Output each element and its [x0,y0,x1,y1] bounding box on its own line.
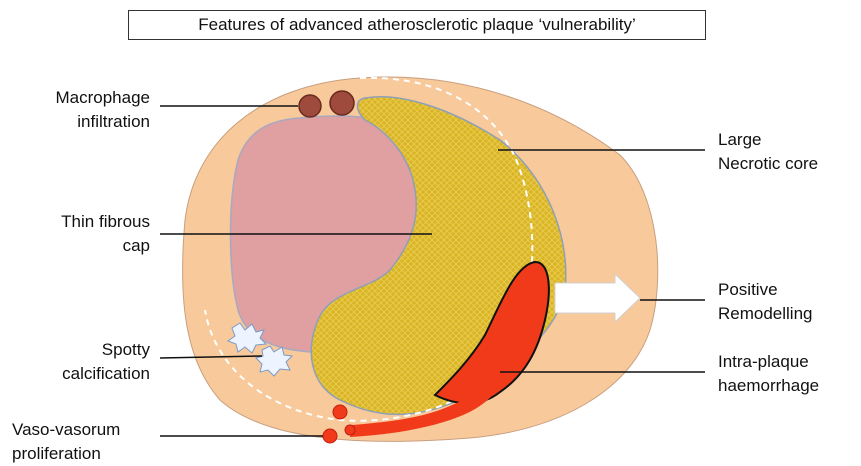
label-positive-remodelling: Positive Remodelling [718,278,858,326]
label-macrophage-infiltration: Macrophage infiltration [20,86,150,134]
label-vaso-vasorum: Vaso-vasorum proliferation [12,418,162,466]
vaso-vasorum-dot [333,405,347,419]
macrophage-cell [330,91,354,115]
vaso-vasorum-dot [323,429,337,443]
label-spotty-calcification: Spotty calcification [20,338,150,386]
label-intra-plaque-haemorrhage: Intra-plaque haemorrhage [718,350,858,398]
label-necrotic-core: Large Necrotic core [718,128,858,176]
vaso-vasorum-dot [345,425,355,435]
macrophage-cell [299,95,321,117]
label-thin-fibrous-cap: Thin fibrous cap [20,210,150,258]
